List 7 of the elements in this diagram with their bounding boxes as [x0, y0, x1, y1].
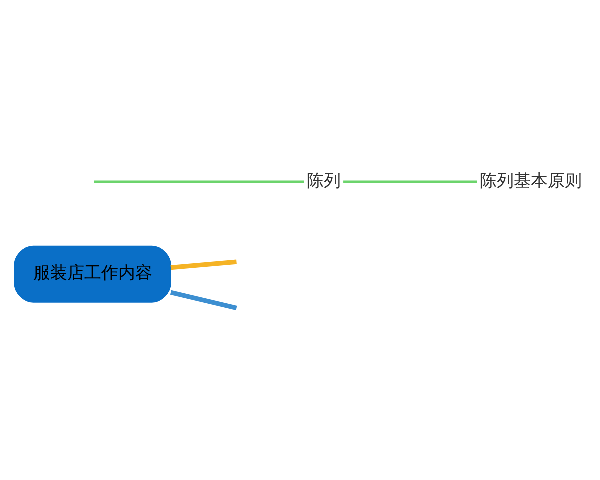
connector	[94, 180, 304, 184]
connector	[170, 260, 237, 270]
node-box: 服装店工作内容	[14, 246, 172, 303]
node-text: 陈列	[306, 170, 341, 190]
node-text: 陈列基本原则	[480, 170, 582, 190]
connector	[170, 290, 238, 311]
connector	[344, 180, 478, 184]
